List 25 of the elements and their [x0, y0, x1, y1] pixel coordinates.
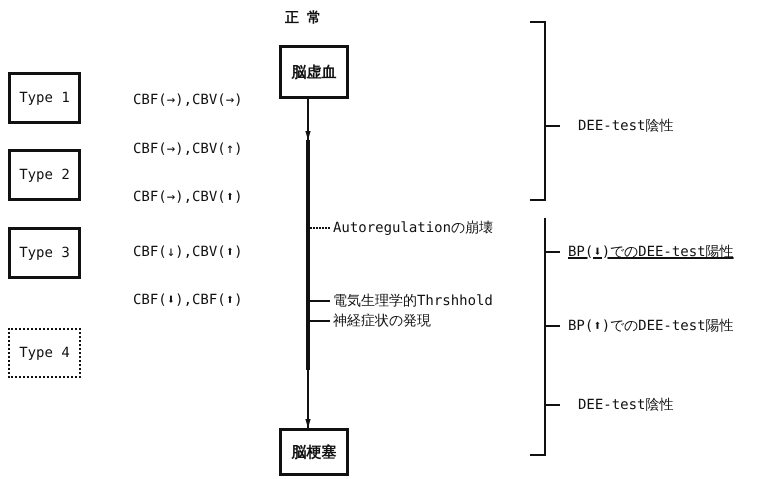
process-box: 脳梗塞 — [279, 428, 349, 476]
stage-label: 神経症状の発現 — [333, 312, 483, 330]
leader-line — [310, 227, 330, 229]
type-box: Type 3 — [8, 227, 81, 279]
arrow — [305, 99, 311, 140]
process-box: 脳虚血 — [279, 45, 349, 99]
stage-label: Autoregulationの崩壊 — [333, 219, 513, 237]
arrow — [305, 370, 311, 428]
leader-line — [310, 320, 330, 322]
cbf-cbv-label: CBF(↓),CBV(⬆) — [133, 243, 243, 261]
bracket-label: BP(⬆)でのDEE-test陽性 — [568, 317, 734, 335]
cbf-cbv-label: CBF(→),CBV(↑) — [133, 140, 243, 158]
bracket-label: DEE-test陰性 — [578, 396, 674, 414]
timeline-bar — [306, 140, 310, 370]
type-box: Type 1 — [8, 72, 81, 124]
leader-line — [310, 300, 330, 302]
cbf-cbv-label: CBF(→),CBV(⬆) — [133, 188, 243, 206]
cbf-cbv-label: CBF(→),CBV(→) — [133, 91, 243, 109]
stage-label: 電気生理学的Thrshhold — [333, 292, 518, 310]
heading: 正常 — [285, 9, 329, 27]
bracket-label: BP(⬇)でのDEE-test陽性 — [568, 243, 734, 261]
cbf-cbv-label: CBF(⬇),CBF(⬆) — [133, 291, 243, 309]
type-box: Type 2 — [8, 149, 81, 201]
type-box: Type 4 — [8, 328, 81, 378]
bracket-label: DEE-test陰性 — [578, 117, 674, 135]
